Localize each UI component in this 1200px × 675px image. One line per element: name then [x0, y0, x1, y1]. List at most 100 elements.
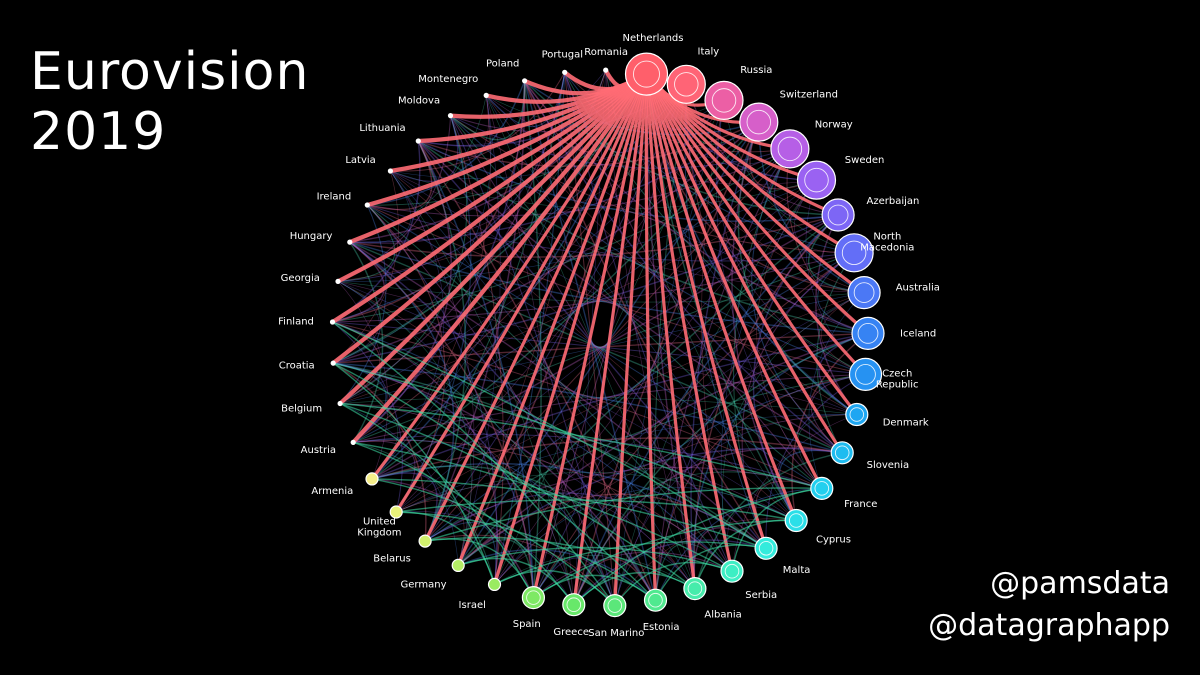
credits: @pamsdata @datagraphapp	[928, 563, 1170, 647]
edge-tail-line	[425, 536, 696, 590]
node-serbia	[720, 559, 744, 583]
node-ring-russia	[711, 88, 737, 113]
node-australia	[847, 276, 881, 310]
node-greece	[562, 593, 586, 617]
edge-mesh-line	[685, 84, 843, 454]
label-line: Sweden	[845, 155, 885, 166]
label-line: Switzerland	[780, 89, 838, 100]
edge-mesh-line	[333, 214, 839, 364]
label-line: Armenia	[311, 486, 353, 497]
edge-mesh-line	[371, 462, 767, 549]
edge-mesh-line	[337, 179, 817, 282]
edge-mesh-line	[339, 72, 566, 404]
edge-mesh-line	[655, 252, 855, 601]
label-line: Australia	[896, 283, 940, 294]
edge-mesh-line	[396, 414, 857, 513]
node-croatia	[330, 360, 336, 366]
edge-mesh-line	[485, 95, 575, 605]
node-norway	[770, 129, 810, 169]
edge-tail-line	[332, 362, 496, 585]
label-layer: NetherlandsItalyRussiaSwitzerlandNorwayS…	[278, 33, 940, 639]
node-spain	[521, 585, 546, 610]
label-line: Estonia	[643, 622, 680, 633]
node-ring-sweden	[804, 167, 829, 193]
label-line: Montenegro	[418, 74, 478, 85]
edge-mesh-line	[450, 115, 866, 375]
edge-mesh-line	[367, 204, 866, 375]
node-san-marino	[603, 593, 627, 618]
label-line: Croatia	[279, 360, 315, 371]
edge-netherlands-cyprus	[644, 73, 798, 522]
edge-mesh-line	[340, 403, 696, 589]
node-ring-czech-republic	[855, 364, 876, 385]
label-line: Greece	[553, 627, 589, 638]
label-latvia: Latvia	[345, 155, 375, 166]
edge-mesh-line	[332, 321, 616, 606]
label-line: Lithuania	[359, 123, 405, 134]
edge-tail-line	[332, 321, 616, 607]
edge-tail-line	[396, 511, 656, 601]
label-azerbaijan: Azerbaijan	[867, 196, 920, 207]
edge-mesh-line	[816, 252, 855, 454]
edge-tail-line	[371, 478, 767, 549]
label-netherlands: Netherlands	[623, 33, 684, 44]
label-armenia: Armenia	[311, 486, 353, 497]
edge-netherlands-germany	[456, 73, 649, 567]
label-austria: Austria	[301, 445, 336, 456]
edge-netherlands-israel	[492, 73, 649, 585]
label-line: Moldova	[398, 96, 440, 107]
label-line: Denmark	[883, 418, 929, 429]
node-ring-san-marino	[607, 598, 623, 613]
node-ring-australia	[853, 282, 875, 303]
node-ring-slovenia	[834, 445, 850, 461]
label-line: Cyprus	[816, 534, 851, 545]
edge-mesh-line	[371, 465, 657, 601]
edge-mesh-line	[366, 204, 616, 606]
edge-netherlands-croatia	[331, 72, 649, 365]
credit-datagraphapp: @datagraphapp	[928, 608, 1170, 643]
edge-mesh-line	[353, 373, 866, 443]
edge-mesh-line	[797, 414, 857, 489]
label-finland: Finland	[278, 316, 314, 327]
label-line: France	[844, 499, 877, 510]
edge-mesh-line	[716, 100, 823, 489]
edge-mesh-line	[353, 433, 822, 489]
label-cyprus: Cyprus	[816, 534, 851, 545]
node-hungary	[347, 239, 353, 245]
edge-mesh-line	[614, 414, 857, 606]
node-poland	[522, 78, 528, 84]
node-israel	[487, 577, 502, 592]
label-line: Portugal	[542, 49, 583, 60]
label-russia: Russia	[740, 65, 772, 76]
label-greece: Greece	[553, 627, 589, 638]
edge-netherlands-malta	[644, 73, 768, 549]
edge-mesh-line	[340, 396, 857, 415]
edge-netherlands-spain	[531, 73, 649, 598]
label-line: Kingdom	[357, 527, 401, 538]
edge-mesh-line	[424, 466, 822, 542]
edge-mesh-line	[532, 373, 866, 598]
edge-tail-line	[494, 541, 767, 586]
edge-netherlands-greece	[572, 73, 649, 605]
label-slovenia: Slovenia	[867, 460, 910, 471]
label-line: Spain	[513, 619, 541, 630]
label-line: Czech	[882, 369, 912, 380]
label-switzerland: Switzerland	[780, 89, 838, 100]
edge-mesh-line	[524, 80, 760, 136]
node-ring-denmark	[849, 407, 865, 422]
edge-mesh-line	[417, 140, 767, 549]
label-germany: Germany	[401, 580, 447, 591]
label-moldova: Moldova	[398, 96, 440, 107]
node-estonia	[643, 588, 668, 612]
label-croatia: Croatia	[279, 360, 315, 371]
edge-tail-line	[339, 402, 535, 598]
label-estonia: Estonia	[643, 622, 680, 633]
edge-mesh-line	[810, 373, 866, 454]
node-portugal	[562, 69, 568, 75]
node-sweden	[796, 160, 837, 200]
node-italy	[666, 64, 706, 104]
edge-mesh-line	[723, 100, 855, 254]
edge-mesh-line	[655, 373, 866, 601]
